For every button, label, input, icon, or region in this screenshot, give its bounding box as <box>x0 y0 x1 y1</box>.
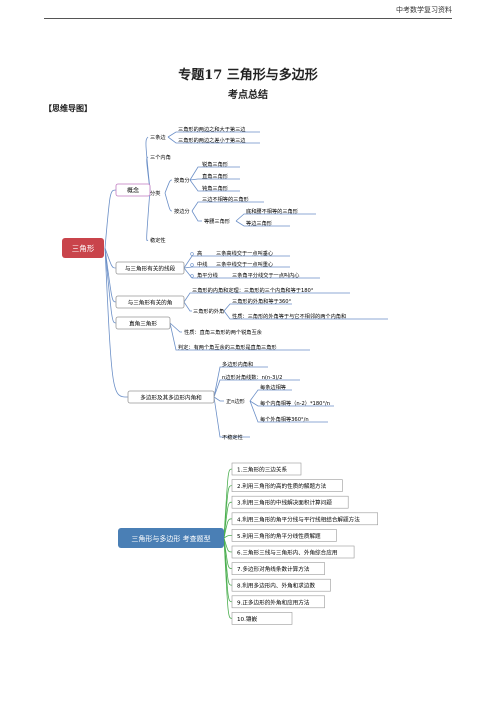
question-type-box <box>231 462 302 476</box>
text-polygon-angle-sum: 多边形内角和 <box>222 360 253 368</box>
node-regular-polygon: 正n边形 <box>226 397 246 405</box>
question-type-box <box>231 595 325 609</box>
question-type-item: 6.三角形三线与三角形内、外角综合应用 <box>237 549 337 557</box>
text-altitude-desc: 三条高线交于一点叫垂心 <box>216 249 273 257</box>
text-sb1: 三角形的两边之和大于第三边 <box>178 125 246 133</box>
node-classify: 分类 <box>150 189 160 197</box>
node-segments <box>115 261 185 275</box>
mindmap-question-types: 三角形与多边形 考查题型 1.三角形的三边关系 2.利用三角形的高的性质的解题方法… <box>118 462 378 625</box>
question-type-box <box>231 562 325 575</box>
question-type-box <box>231 578 331 592</box>
text-sb2: 三角形的两边之差小于第三边 <box>178 136 246 144</box>
text-right-judge: 判定：有两个角互余的三角形是直角三角形 <box>178 343 277 351</box>
text-bisector-desc: 三条角平分线交于一点叫内心 <box>232 271 299 279</box>
root2-label: 三角形与多边形 考查题型 <box>131 534 210 543</box>
mindmap-triangle: 三角形 概念 与三角形有关的线段 与三角形有关的角 直角三角形 多边形及其多边形… <box>62 125 388 441</box>
question-type-item: 4.利用三角形的角平分线与平行线相结合解题方法 <box>237 515 360 523</box>
connector-line <box>223 535 233 539</box>
connector-line <box>223 537 233 553</box>
root-label: 三角形 <box>72 243 95 253</box>
question-type-item: 7.多边形对角线条数计算方法 <box>237 565 310 573</box>
connector-line <box>223 518 233 539</box>
question-type-item: 9.正多边形的外角和应用方法 <box>237 598 310 606</box>
text-exterior-sum: 三角形的外角和等于360° <box>232 297 292 305</box>
text-acute: 锐角三角形 <box>202 160 229 168</box>
node-by-side: 按边分 <box>174 207 190 215</box>
node-polygon-label: 多边形及其多边形内角和 <box>140 394 202 402</box>
text-regular-3: 每个外角相等360°/n <box>260 415 309 423</box>
connector-line <box>223 537 233 619</box>
node-angles <box>115 295 185 309</box>
root-node-triangle <box>62 238 104 258</box>
header-text: 中考数学复习资料 <box>396 6 452 14</box>
question-type-item: 2.利用三角形的高的性质的解题方法 <box>237 482 327 490</box>
node-right-triangle-label: 直角三角形 <box>129 320 157 328</box>
text-right-prop: 性质：直角三角形的两个锐角互余 <box>184 328 263 336</box>
question-type-item: 3.利用三角形的中线解决面积计算问题 <box>237 499 332 507</box>
node-concept-label: 概念 <box>127 187 139 195</box>
question-type-box <box>231 512 378 526</box>
header-rule <box>44 18 452 19</box>
connector-line <box>223 485 233 539</box>
node-right-triangle <box>115 316 171 330</box>
node-three-angles: 三个内角 <box>150 153 171 161</box>
node-angles-label: 与三角形有关的角 <box>128 299 173 307</box>
text-equilateral: 等边三角形 <box>246 219 273 227</box>
text-exterior-prop: 性质：三角形的外角等于与它不相邻的两个内角和 <box>232 312 346 320</box>
node-by-angle: 按角分 <box>174 176 190 184</box>
text-obtuse: 钝角三角形 <box>202 184 229 192</box>
node-concept <box>115 183 151 197</box>
section-label: 【思维导图】 <box>44 103 92 113</box>
question-type-box <box>231 545 355 559</box>
question-type-box <box>231 529 337 542</box>
node-stability: 稳定性 <box>150 236 166 244</box>
question-type-item: 10.镶嵌 <box>237 615 257 623</box>
question-type-item: 5.利用三角形的角平分线性质解题 <box>237 532 321 540</box>
text-diagonals: n边形对角线数：n(n-3)/2 <box>222 373 282 381</box>
text-unstable: 不稳定性 <box>222 433 243 441</box>
root-node-question-types <box>118 528 224 548</box>
text-scalene: 三边不相等的三角形 <box>202 195 250 203</box>
question-type-box <box>231 612 293 625</box>
text-regular-1: 每条边相等 <box>260 383 286 391</box>
text-right: 直角三角形 <box>202 172 229 180</box>
page-subtitle: 考点总结 <box>228 90 268 101</box>
bullet-icon <box>190 263 194 267</box>
text-altitude: 高 <box>197 249 202 257</box>
question-type-box <box>231 495 349 509</box>
question-type-item: 1.三角形的三边关系 <box>237 466 287 474</box>
connector-line <box>223 501 233 539</box>
bullet-icon <box>190 252 194 256</box>
node-exterior-angle: 三角形的外角 <box>193 307 224 315</box>
text-median: 中线 <box>197 260 207 268</box>
text-angle-sum: 三角形的内角和定理：三角形的三个内角和等于180° <box>192 286 314 294</box>
text-isosceles-sub: 底和腰不相等的三角形 <box>246 207 299 215</box>
text-regular-2: 每个内角相等（n-2）*180°/n <box>260 399 330 407</box>
question-type-item: 8.利用多边形内、外角和求边数 <box>237 582 315 590</box>
node-polygon <box>127 390 215 404</box>
page-title: 专题17 三角形与多边形 <box>178 68 318 83</box>
question-type-box <box>231 479 343 492</box>
text-bisector: 角平分线 <box>197 271 218 279</box>
node-segments-label: 与三角形有关的线段 <box>125 265 176 273</box>
node-isosceles: 等腰三角形 <box>204 217 231 225</box>
bullet-icon <box>190 274 194 278</box>
text-median-desc: 三条中线交于一点叫重心 <box>216 260 273 268</box>
node-three-sides: 三条边 <box>150 133 166 141</box>
